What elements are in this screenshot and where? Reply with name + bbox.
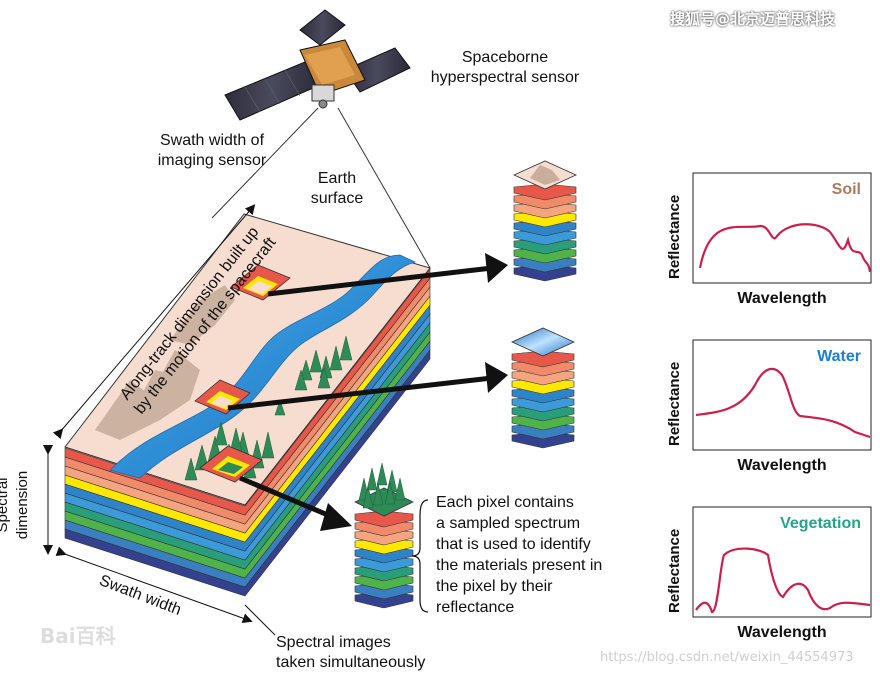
graph-frame	[692, 172, 872, 284]
spectral-layer-1	[64, 268, 431, 516]
veg-stack-tree	[362, 485, 374, 509]
swath-width-arrow	[55, 546, 253, 624]
graph-xlabel: Wavelength	[737, 457, 827, 474]
vegetation-pixel-stack	[354, 462, 414, 609]
swath-line-left	[211, 107, 319, 219]
reflectance-curve	[695, 547, 871, 614]
watermark-logo: Bai百科	[40, 624, 116, 648]
graph-xlabel: Wavelength	[737, 290, 827, 307]
spectral-images-label: Spectral images taken simultaneously	[276, 634, 426, 671]
reflectance-curve	[695, 367, 871, 439]
pixel-vegetation-cutout	[199, 445, 263, 483]
graph-title: Soil	[831, 181, 861, 198]
graph-title: Vegetation	[780, 515, 861, 532]
along-track-arrow	[52, 204, 256, 440]
graph-ylabel: Reflectance	[666, 194, 683, 279]
swath-sensor-label: Swath width of imaging sensor	[157, 132, 267, 169]
reflectance-graphs	[692, 172, 872, 618]
veg-stack-tree	[372, 482, 384, 506]
water-stack-top	[511, 327, 575, 357]
pixel-desc-brace	[411, 499, 429, 613]
graph-title: Water	[817, 348, 861, 365]
arrow-to-water-stack	[227, 362, 508, 411]
reflectance-graph-vegetation	[692, 506, 872, 618]
arrow-to-soil-stack	[267, 253, 508, 297]
earth-surface-label: Earth surface	[310, 170, 364, 207]
watermark-bottom: https://blog.csdn.net/weixin_44554973	[600, 650, 854, 665]
soil-stack-mountain	[530, 165, 560, 185]
graph-frame	[692, 339, 872, 451]
veg-stack-tree	[394, 477, 406, 501]
satellite-icon	[224, 9, 411, 121]
graph-ylabel: Reflectance	[666, 528, 683, 613]
graph-ylabel: Reflectance	[666, 361, 683, 446]
swath-line-right	[337, 107, 431, 269]
pixel-description: Each pixel contains a sampled spectrum t…	[436, 494, 603, 616]
reflectance-graph-water	[692, 339, 872, 451]
reflectance-curve	[698, 223, 872, 273]
veg-stack-tree	[384, 481, 396, 505]
watermark-top: 搜狐号@北京迈普思科技	[670, 10, 836, 28]
reflectance-graph-soil	[692, 172, 872, 284]
sensor-label: Spaceborne hyperspectral sensor	[430, 49, 580, 86]
water-pixel-stack	[511, 327, 575, 449]
arrow-to-vegetation-stack	[239, 475, 352, 531]
veg-stack-tree	[376, 462, 388, 486]
veg-stack-tree	[366, 467, 378, 491]
soil-pixel-stack	[513, 160, 577, 282]
spectral-dimension-label: Spectral dimension	[0, 470, 31, 540]
graph-xlabel: Wavelength	[737, 624, 827, 641]
spectral-images-leader	[244, 604, 276, 636]
